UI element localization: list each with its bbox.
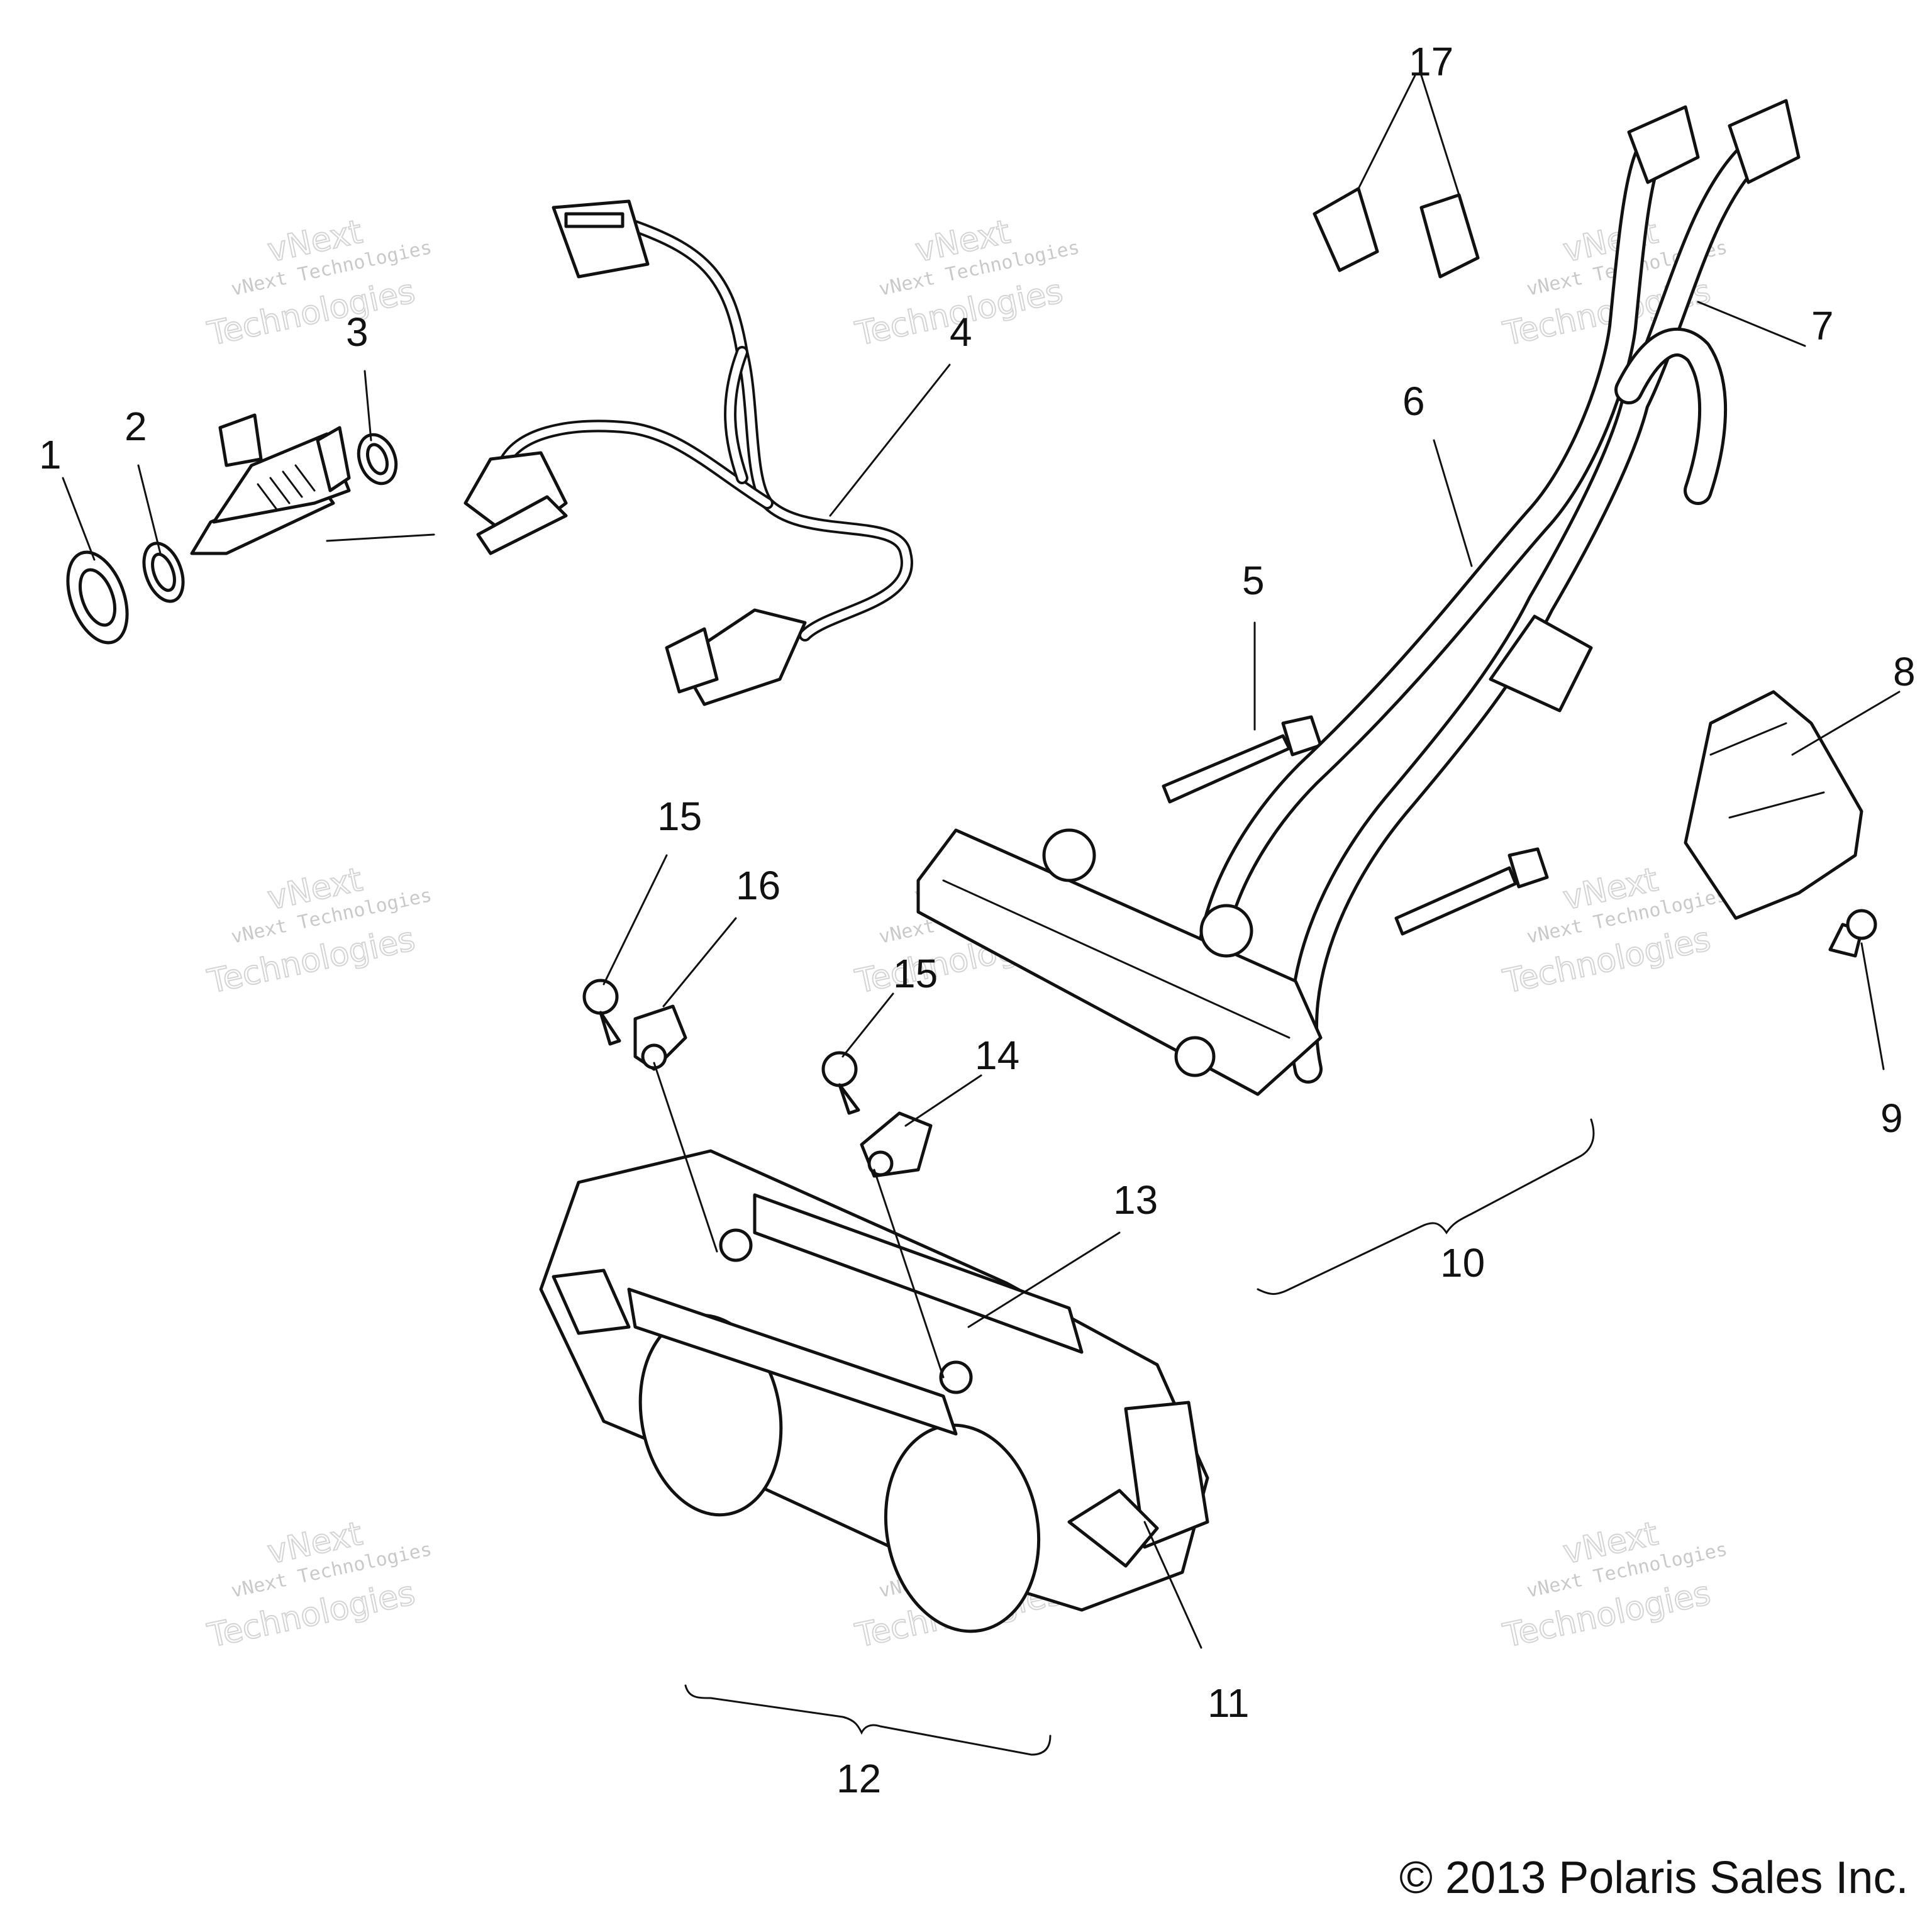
callout-3: 3 — [346, 309, 369, 355]
copyright-notice: © 2013 Polaris Sales Inc. — [1399, 1853, 1908, 1903]
bolt-part-5b — [1394, 847, 1549, 936]
cable-clamp-part-16 — [633, 1004, 687, 1071]
fuel-injector — [190, 413, 351, 555]
callout-14: 14 — [975, 1033, 1019, 1078]
callout-8: 8 — [1893, 649, 1916, 694]
bolt-part-5 — [1162, 715, 1323, 804]
clamps-part-17 — [1313, 187, 1480, 279]
callout-2: 2 — [125, 404, 147, 449]
callout-5: 5 — [1242, 558, 1265, 603]
callout-4: 4 — [950, 309, 972, 355]
callout-16: 16 — [736, 863, 780, 908]
o-ring-part-3 — [357, 433, 398, 486]
injector-wire-harness — [464, 199, 913, 706]
screw-part-15a — [582, 979, 621, 1046]
screw-part-15b — [821, 1051, 860, 1115]
seal-part-1 — [66, 550, 129, 645]
callout-6: 6 — [1402, 379, 1425, 424]
watermark: Technologies vNext Technologies vNext — [204, 213, 434, 354]
bracket-part-8 — [1684, 690, 1863, 920]
o-ring-part-2 — [142, 541, 185, 603]
leader-lines — [62, 74, 1901, 1649]
callout-13: 13 — [1113, 1177, 1158, 1223]
watermark: Technologies vNext Technologies vNext — [204, 1514, 434, 1656]
callout-17: 17 — [1409, 39, 1453, 84]
brace-group-10 — [1257, 1118, 1595, 1295]
callout-7: 7 — [1811, 303, 1834, 348]
fuel-hoses — [1195, 99, 1801, 1084]
fuel-rail — [916, 828, 1323, 1096]
screw-part-9 — [1828, 909, 1877, 958]
callout-1: 1 — [39, 432, 62, 477]
callout-15-left: 15 — [657, 794, 702, 839]
watermark: Technologies vNext Technologies vNext — [1499, 1514, 1729, 1656]
callout-10: 10 — [1440, 1240, 1485, 1285]
watermark: Technologies vNext Technologies vNext — [204, 860, 434, 1002]
callout-11: 11 — [1208, 1680, 1249, 1726]
callout-9: 9 — [1880, 1096, 1903, 1141]
cable-clamp-part-14 — [860, 1111, 933, 1178]
callout-15-right: 15 — [893, 951, 938, 996]
callouts: 1 2 3 4 5 6 7 8 9 10 11 12 13 14 15 15 1… — [39, 39, 1916, 1801]
brace-group-12 — [684, 1684, 1052, 1756]
throttle-body — [539, 1149, 1209, 1633]
callout-12: 12 — [836, 1756, 881, 1801]
